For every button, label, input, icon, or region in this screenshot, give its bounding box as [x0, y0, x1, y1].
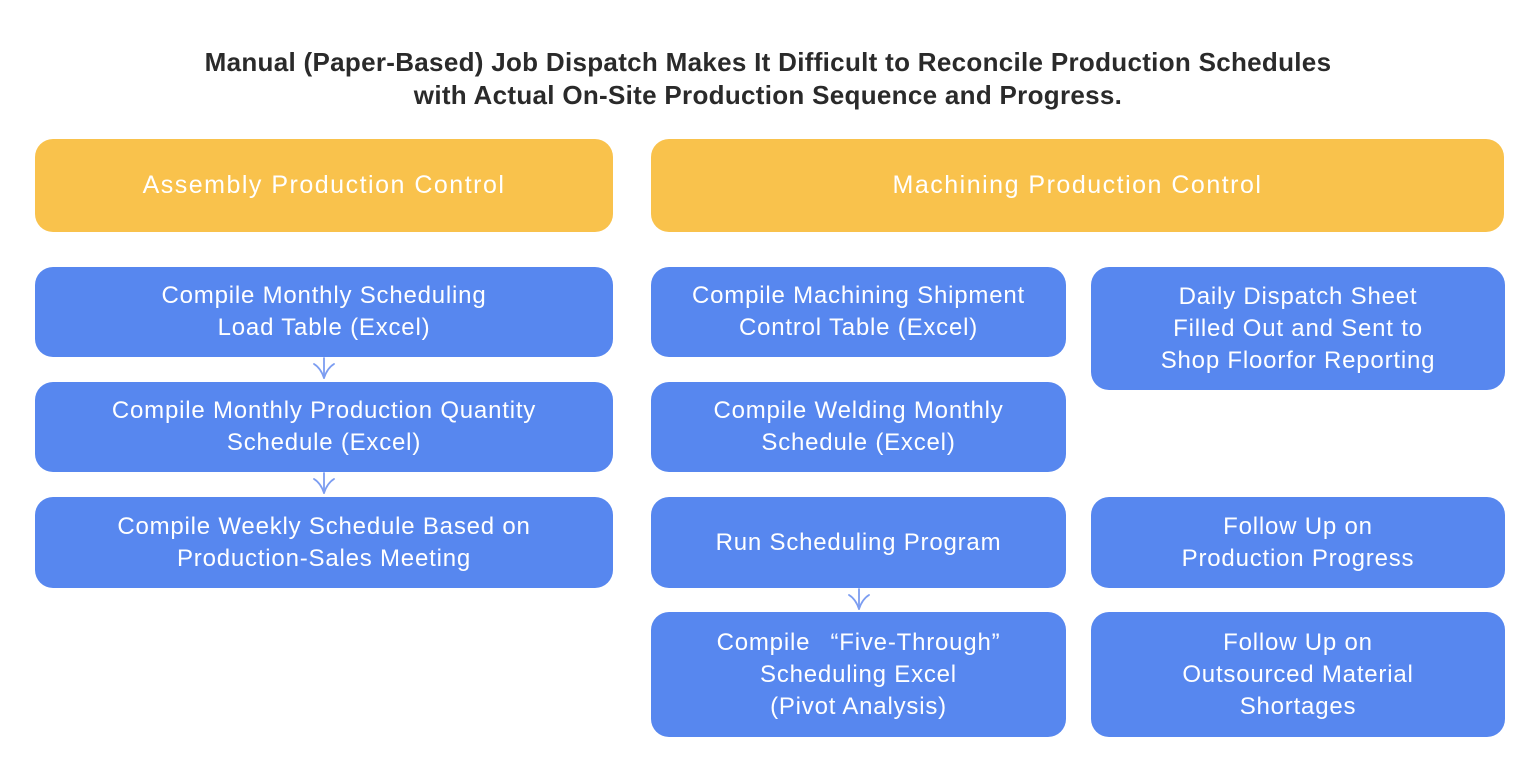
- header-assembly-production-control: Assembly Production Control: [35, 139, 613, 232]
- node-line: Production-Sales Meeting: [176, 544, 472, 572]
- node-line: Run Scheduling Program: [715, 528, 1002, 556]
- node-line: Shortages: [1239, 692, 1357, 720]
- node-line: Daily Dispatch Sheet: [1178, 282, 1418, 310]
- title-line-1: Manual (Paper-Based) Job Dispatch Makes …: [204, 47, 1332, 77]
- node-line: Load Table (Excel): [217, 314, 431, 341]
- node-run-scheduling-program: Run Scheduling Program: [651, 497, 1066, 588]
- title-line-2: with Actual On-Site Production Sequence …: [413, 80, 1123, 110]
- node-line: Compile Machining Shipment: [692, 282, 1025, 309]
- node-line: Compile Weekly Schedule Based on: [117, 512, 531, 540]
- node-line: Follow Up on: [1223, 512, 1373, 540]
- arrow-down-icon: [310, 472, 338, 496]
- node-compile-welding-monthly-schedule: Compile Welding Monthly Schedule (Excel): [651, 382, 1066, 472]
- node-follow-up-production-progress: Follow Up on Production Progress: [1091, 497, 1505, 588]
- node-line: Schedule (Excel): [761, 429, 956, 456]
- node-line: Compile Welding Monthly: [713, 397, 1004, 424]
- header-machining-label: Machining Production Control: [892, 171, 1263, 199]
- node-line: Production Progress: [1181, 544, 1415, 572]
- arrow-down-icon: [845, 588, 873, 612]
- node-daily-dispatch-sheet-reporting: Daily Dispatch Sheet Filled Out and Sent…: [1091, 267, 1505, 390]
- node-compile-monthly-production-quantity-schedule: Compile Monthly Production Quantity Sche…: [35, 382, 613, 472]
- node-compile-machining-shipment-control-table: Compile Machining Shipment Control Table…: [651, 267, 1066, 357]
- node-line: Outsourced Material: [1182, 660, 1414, 688]
- node-follow-up-outsourced-material-shortages: Follow Up on Outsourced Material Shortag…: [1091, 612, 1505, 737]
- node-line: Compile Monthly Scheduling: [161, 282, 487, 309]
- node-compile-weekly-schedule-production-sales-meeting: Compile Weekly Schedule Based on Product…: [35, 497, 613, 588]
- node-line: Compile “Five-Through”: [716, 628, 1001, 656]
- node-compile-monthly-scheduling-load-table: Compile Monthly Scheduling Load Table (E…: [35, 267, 613, 357]
- node-line: Scheduling Excel: [760, 660, 957, 688]
- diagram-title: Manual (Paper-Based) Job Dispatch Makes …: [0, 46, 1536, 112]
- node-line: Filled Out and Sent to: [1173, 314, 1423, 342]
- node-line: (Pivot Analysis): [770, 692, 947, 720]
- node-line: Follow Up on: [1223, 628, 1373, 656]
- arrow-down-icon: [310, 357, 338, 381]
- node-compile-five-through-scheduling-excel: Compile “Five-Through” Scheduling Excel …: [651, 612, 1066, 737]
- node-line: Control Table (Excel): [738, 314, 979, 341]
- node-line: Compile Monthly Production Quantity: [111, 397, 537, 424]
- header-machining-production-control: Machining Production Control: [651, 139, 1504, 232]
- node-line: Shop Floorfor Reporting: [1160, 346, 1436, 374]
- header-assembly-label: Assembly Production Control: [142, 171, 506, 199]
- node-line: Schedule (Excel): [226, 429, 422, 456]
